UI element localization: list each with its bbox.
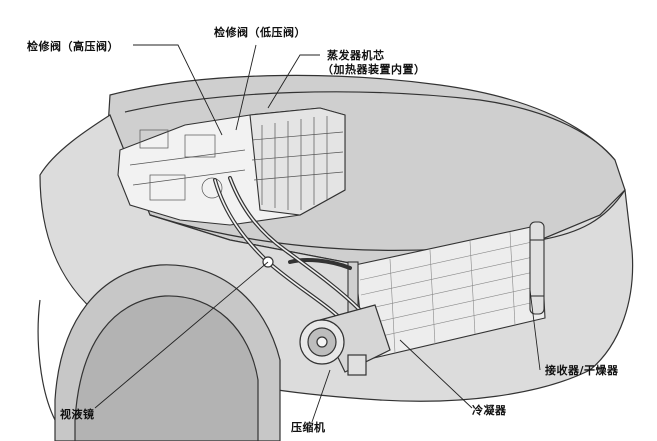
label-receiver-dryer: 接收器/干燥器 (545, 364, 619, 377)
label-evaporator-core: 蒸发器机芯 (327, 49, 385, 62)
evaporator-heater-unit (117, 107, 346, 226)
label-sight-glass: 视液镜 (60, 408, 95, 421)
front-wheel (37, 264, 281, 441)
label-low-pressure-valve: 检修阀（低压阀） (214, 26, 306, 39)
compressor-unit (299, 304, 391, 376)
receiver-dryer-tank (529, 221, 545, 315)
label-condenser: 冷凝器 (472, 404, 507, 417)
label-evaporator-note: （加热器装置内置） (322, 63, 426, 76)
label-high-pressure-valve: 检修阀（高压阀） (27, 40, 119, 53)
label-compressor: 压缩机 (291, 421, 326, 434)
leader-lines (94, 44, 541, 423)
